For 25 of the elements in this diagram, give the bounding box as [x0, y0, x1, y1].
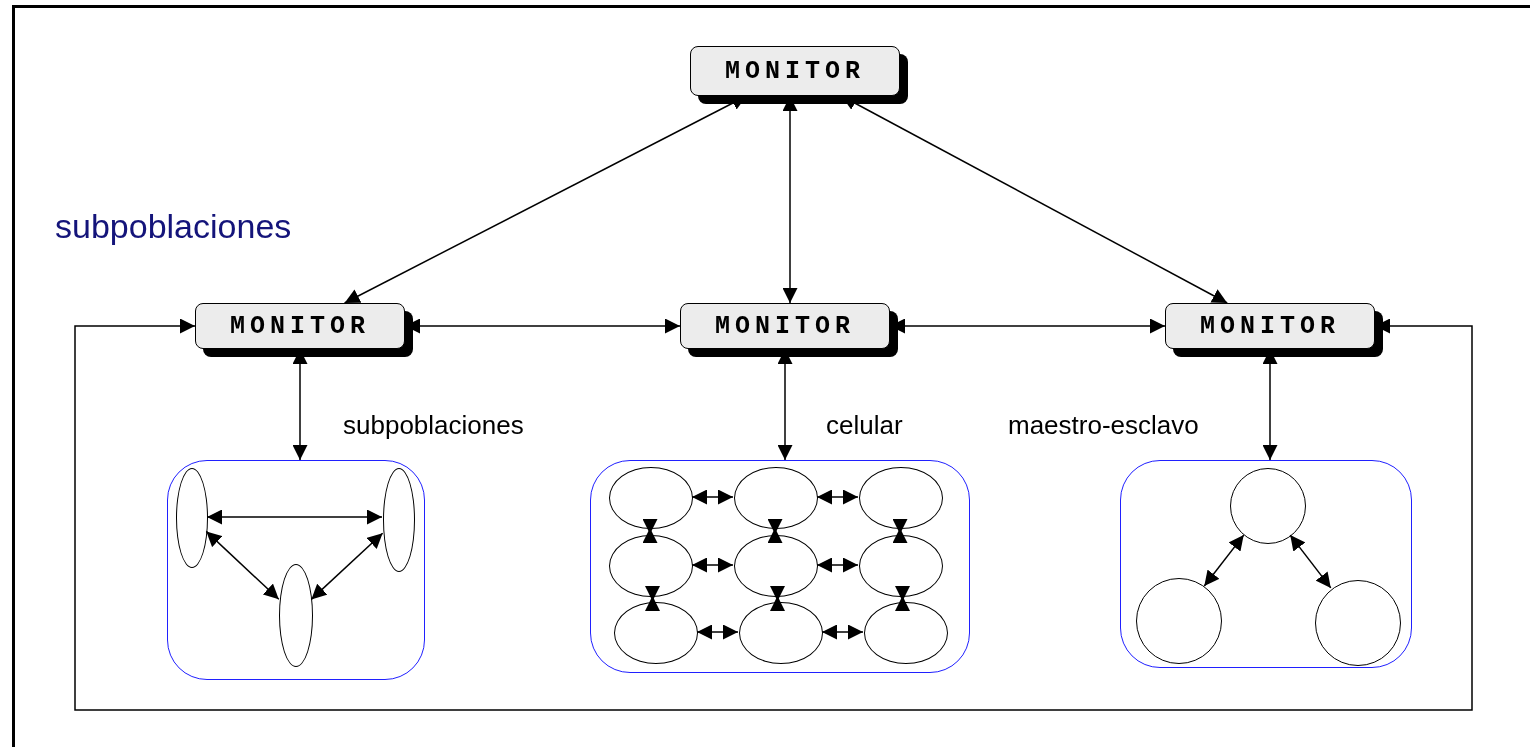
double-arrow — [816, 489, 859, 505]
group-label: subpoblaciones — [343, 410, 524, 441]
double-arrow — [691, 557, 734, 573]
double-arrow — [642, 519, 658, 543]
group-label: maestro-esclavo — [1008, 410, 1199, 441]
group-frame — [1120, 460, 1412, 668]
double-arrow — [696, 624, 739, 640]
double-arrow — [206, 509, 383, 525]
group-label: subpoblaciones — [55, 207, 292, 246]
double-arrow — [767, 519, 783, 543]
double-arrow — [770, 586, 785, 611]
group-frame — [590, 460, 970, 673]
double-arrow — [895, 586, 910, 611]
double-arrow — [1289, 534, 1332, 589]
group-frame — [167, 460, 425, 680]
double-arrow — [645, 586, 660, 611]
double-arrow — [691, 489, 734, 505]
double-arrow — [892, 519, 908, 543]
double-arrow — [310, 532, 384, 601]
group-label: celular — [826, 410, 903, 441]
double-arrow — [821, 624, 864, 640]
double-arrow — [74, 318, 1473, 711]
double-arrow — [816, 557, 859, 573]
double-arrow — [1203, 534, 1245, 587]
double-arrow — [205, 530, 280, 601]
